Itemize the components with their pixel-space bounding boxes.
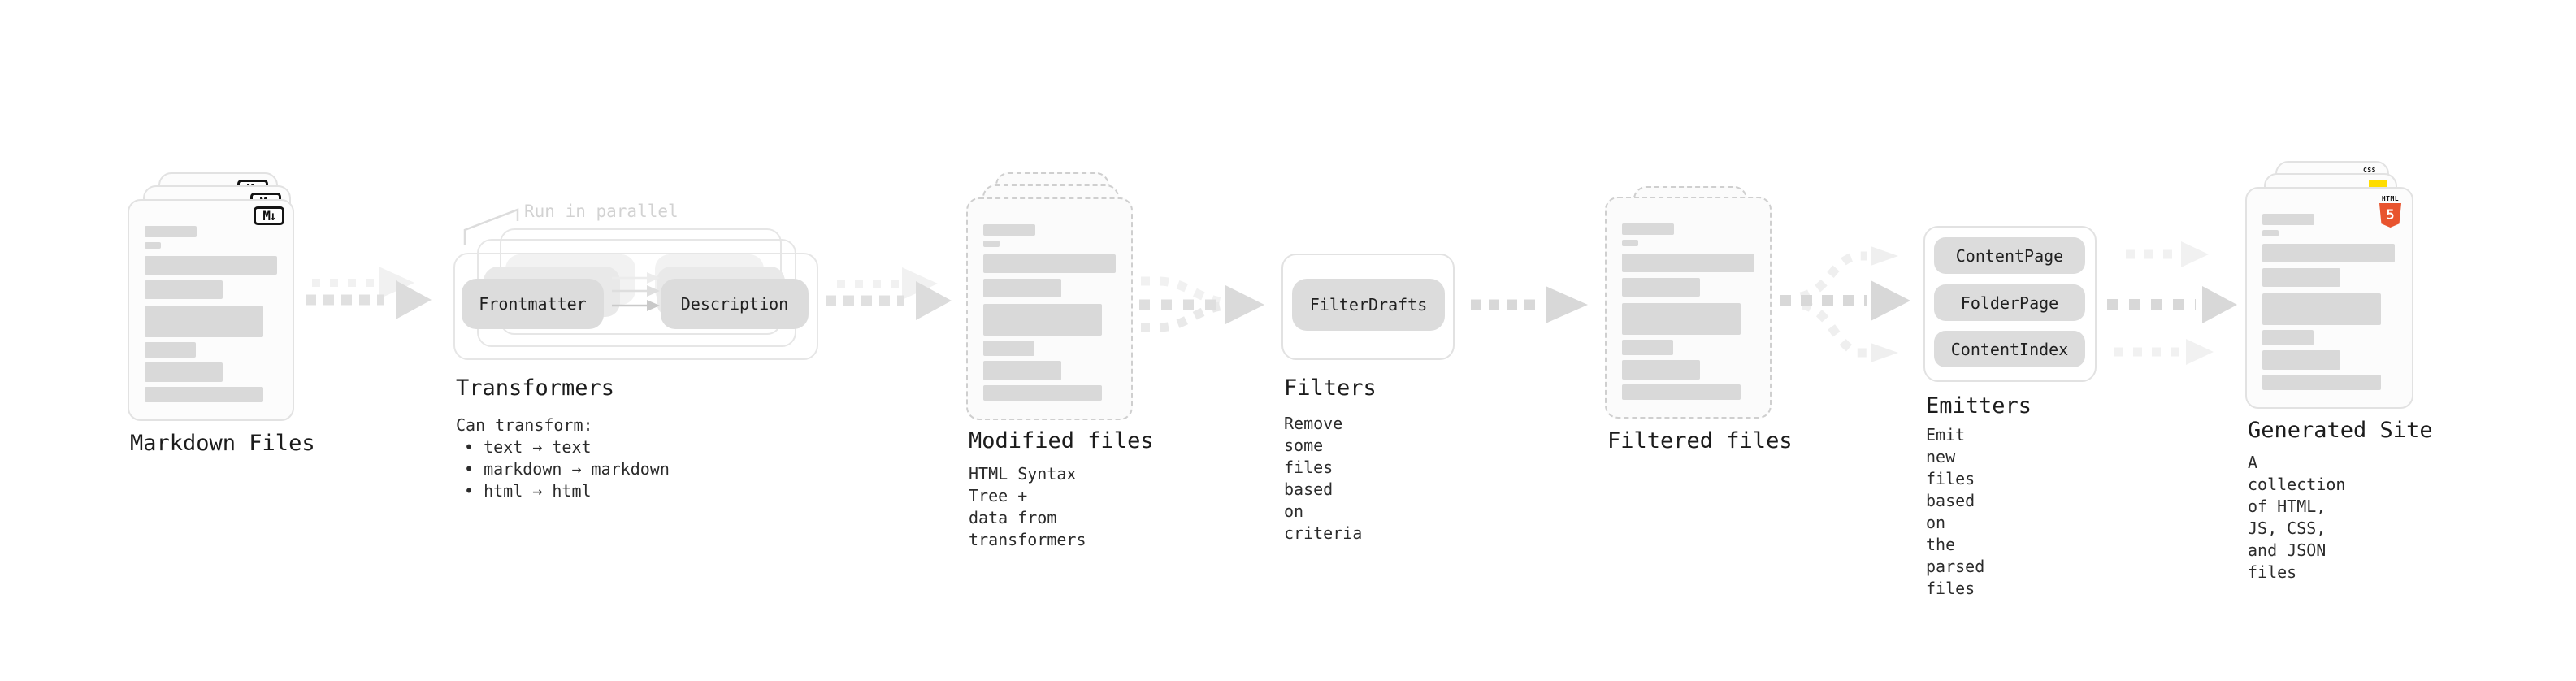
placeholder-bar xyxy=(145,387,263,402)
placeholder-bar xyxy=(2262,330,2314,345)
fanout-top-curve xyxy=(1799,251,1867,301)
arrow-fanout-filtered-to-emitters xyxy=(1780,246,1910,362)
placeholder-bar xyxy=(2262,214,2314,225)
arrow-head xyxy=(1871,280,1910,321)
stage-label-modified-files: Modified files xyxy=(969,428,1154,453)
arrow-head xyxy=(396,280,432,319)
placeholder-bar xyxy=(983,254,1116,273)
stage-label-transformers: Transformers xyxy=(456,375,615,401)
arrow-head xyxy=(1546,286,1588,323)
transformer-pill-description: Description xyxy=(661,279,809,329)
placeholder-bar xyxy=(2262,230,2279,236)
emitter-pill-folderpage: FolderPage xyxy=(1934,284,2085,321)
placeholder-bar xyxy=(2262,293,2381,325)
stage-label-generated-site: Generated Site xyxy=(2248,418,2433,443)
arrow-fanin-modified-to-filters xyxy=(1139,276,1264,332)
arrows-emitters-to-generated xyxy=(2107,241,2237,365)
emitter-pill-contentindex: ContentIndex xyxy=(1934,331,2085,367)
placeholder-bar xyxy=(145,226,197,237)
run-in-parallel-annotation: Run in parallel xyxy=(524,202,679,221)
emitter-pill-contentpage: ContentPage xyxy=(1934,237,2085,274)
description-bullet: • markdown → markdown xyxy=(464,459,670,479)
placeholder-bar xyxy=(1622,240,1638,246)
emit-arrow-middle-head xyxy=(2202,286,2237,323)
placeholder-bar xyxy=(983,304,1102,336)
placeholder-bar xyxy=(1622,384,1741,400)
placeholder-bar xyxy=(983,241,1000,247)
placeholder-bar xyxy=(145,242,161,249)
placeholder-bar xyxy=(145,306,263,337)
fanout-bottom-curve xyxy=(1801,300,1867,358)
arrow-filters-to-filtered xyxy=(1471,286,1588,323)
placeholder-bar xyxy=(1622,278,1700,297)
stage-label-filters: Filters xyxy=(1284,375,1377,401)
generated-file-card-front: HTML 5 xyxy=(2245,187,2413,409)
placeholder-bar xyxy=(2262,350,2340,370)
arrow-head xyxy=(1225,285,1264,324)
stage-label-filtered-files: Filtered files xyxy=(1607,428,1793,453)
markdown-icon: M↓ xyxy=(254,206,284,225)
description-bullet: • html → html xyxy=(464,481,592,501)
html5-icon: HTML 5 xyxy=(2379,195,2401,228)
placeholder-bar xyxy=(2262,244,2395,262)
arrow-markdown-to-transformers xyxy=(306,267,432,319)
stage-label-emitters: Emitters xyxy=(1926,393,2032,419)
arrow-transformers-to-modified xyxy=(826,267,952,320)
description-bullet: • text → text xyxy=(464,437,592,457)
placeholder-bar xyxy=(983,279,1061,297)
small-arrow-head xyxy=(647,300,660,311)
transformer-pill-frontmatter: Frontmatter xyxy=(462,279,604,329)
fanout-top-head xyxy=(1871,246,1898,266)
placeholder-bar xyxy=(1622,303,1741,335)
css-badge-label: CSS xyxy=(2363,167,2376,174)
placeholder-bar xyxy=(145,362,223,382)
emit-arrow-top-head xyxy=(2181,241,2209,267)
placeholder-bar xyxy=(2262,375,2381,390)
generated-site-description: A collection of HTML, JS, CSS, and JSON … xyxy=(2248,453,2346,582)
transformer-box-front xyxy=(453,253,818,360)
placeholder-bar xyxy=(145,280,223,299)
filter-pill-filterdrafts: FilterDrafts xyxy=(1292,279,1445,331)
leader-line xyxy=(463,208,519,245)
fanin-bottom-curve xyxy=(1141,301,1221,332)
filters-description: Remove some files based on criteria xyxy=(1284,414,1363,543)
small-arrow-head xyxy=(647,272,660,284)
placeholder-bar xyxy=(983,385,1102,401)
description-line: Can transform: xyxy=(456,415,593,435)
fanout-bottom-head xyxy=(1871,343,1898,362)
transformers-description: Can transform: • text → text • markdown … xyxy=(456,414,670,502)
emit-arrow-bottom-head xyxy=(2186,339,2214,365)
small-arrow-head xyxy=(647,285,660,297)
html5-badge-label: HTML xyxy=(2381,195,2400,202)
markdown-file-card-front: M↓ xyxy=(128,199,294,421)
transform-step-arrows xyxy=(612,272,660,311)
modified-file-card-front xyxy=(966,197,1133,420)
placeholder-bar xyxy=(983,361,1061,380)
arrow-head xyxy=(916,281,952,320)
stage-label-markdown-files: Markdown Files xyxy=(130,431,315,456)
placeholder-bar xyxy=(983,224,1035,236)
placeholder-bar xyxy=(1622,340,1673,355)
placeholder-bar xyxy=(1622,254,1754,272)
emitters-description: Emit new files based on the parsed files xyxy=(1926,425,1985,598)
modified-files-description: HTML Syntax Tree + data from transformer… xyxy=(969,464,1086,549)
filtered-file-card-front xyxy=(1605,197,1772,419)
annotation-leader-line xyxy=(463,208,519,245)
placeholder-bar xyxy=(983,340,1034,356)
placeholder-bar xyxy=(1622,223,1674,235)
placeholder-bar xyxy=(2262,268,2340,287)
placeholder-bar xyxy=(145,256,277,275)
placeholder-bar xyxy=(1622,360,1700,380)
fanin-top-curve xyxy=(1141,276,1221,306)
html5-shield: 5 xyxy=(2379,203,2401,228)
placeholder-bar xyxy=(145,342,196,358)
